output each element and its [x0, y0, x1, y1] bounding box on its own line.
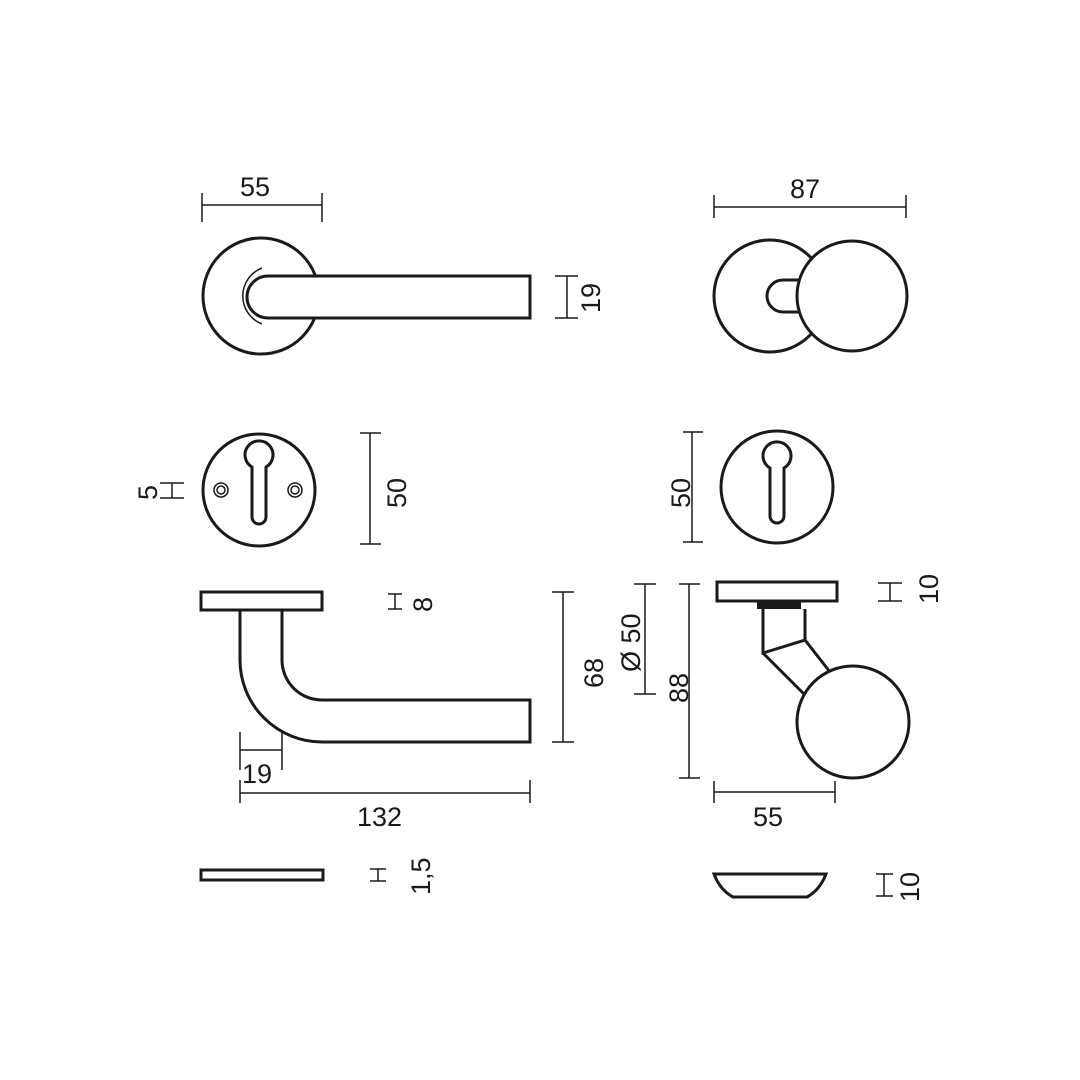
dim-knob-diameter: Ø 50: [616, 613, 646, 672]
dim-knob-rose-thickness: 10: [914, 574, 944, 604]
dim-rose-thickness-left: 8: [408, 597, 438, 612]
dim-plate-thickness: 1,5: [406, 857, 436, 895]
lever-side-view: 8 68 19 132: [199, 590, 609, 832]
dim-knob-projection: 88: [664, 673, 694, 703]
dim-lever-projection: 68: [579, 658, 609, 688]
dim-escutcheon-right-dia: 50: [666, 478, 696, 508]
dim-lever-length: 132: [357, 802, 402, 832]
cover-cap: 10: [711, 872, 925, 902]
knob-front-view: 87: [712, 174, 909, 354]
dim-lever-height: 19: [576, 283, 606, 313]
knob-side-view: Ø 50 88 10 55: [616, 574, 944, 832]
escutcheon-right: 50: [666, 429, 835, 545]
flat-plate: 1,5: [199, 857, 436, 895]
dim-cover-thickness: 10: [895, 872, 925, 902]
dim-escutcheon-left-dia: 50: [382, 478, 412, 508]
lever-front-view: 55 19: [201, 172, 606, 356]
dim-lever-rose-width: 55: [240, 172, 270, 202]
dim-escutcheon-screw: 5: [133, 485, 163, 500]
dim-knob-width: 55: [753, 802, 783, 832]
escutcheon-left: 5 50: [133, 432, 412, 548]
dim-lever-bar: 19: [242, 759, 272, 789]
dim-knob-total-width: 87: [790, 174, 820, 204]
